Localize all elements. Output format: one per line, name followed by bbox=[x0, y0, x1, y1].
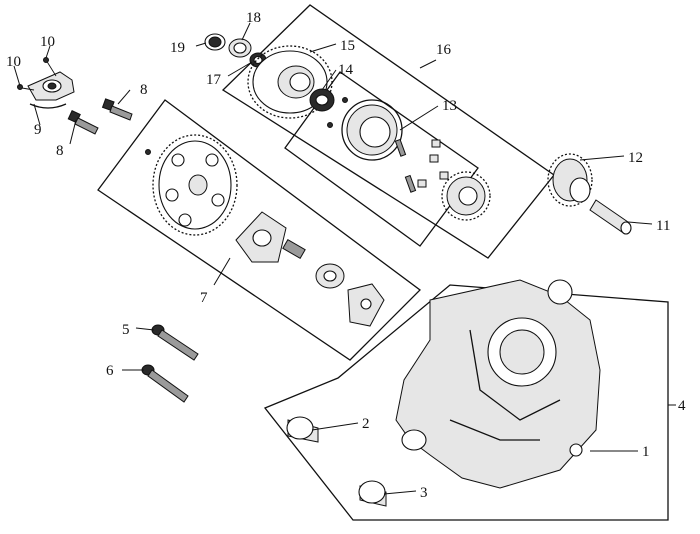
callout-6: 6 bbox=[106, 363, 114, 379]
group-outline-7 bbox=[97, 99, 421, 361]
oil-pump-drive-gear bbox=[145, 134, 238, 236]
seal-part-19 bbox=[204, 33, 226, 51]
bracket-part-9 bbox=[17, 57, 75, 109]
callout-8-upper: 8 bbox=[140, 82, 148, 98]
bolt-part-8-lower bbox=[67, 110, 99, 135]
oil-pump-body bbox=[235, 211, 385, 327]
callout-11: 11 bbox=[656, 218, 670, 234]
bolt-part-8-upper bbox=[101, 98, 133, 121]
callout-14: 14 bbox=[338, 62, 354, 78]
crankcase-part-1 bbox=[395, 279, 601, 489]
callout-19: 19 bbox=[170, 40, 185, 56]
sleeve-part-3 bbox=[358, 480, 387, 507]
callout-15: 15 bbox=[340, 38, 355, 54]
bolt-part-6 bbox=[141, 364, 189, 403]
callout-1: 1 bbox=[642, 444, 650, 460]
callout-3: 3 bbox=[420, 485, 428, 501]
callout-4: 4 bbox=[678, 398, 686, 414]
driven-gear-part-15 bbox=[247, 45, 333, 119]
callout-2: 2 bbox=[362, 416, 370, 432]
needle-bearing-part-14 bbox=[309, 88, 335, 112]
callout-7: 7 bbox=[200, 290, 208, 306]
callout-5: 5 bbox=[122, 322, 130, 338]
shaft-part-11 bbox=[589, 199, 632, 235]
callout-12: 12 bbox=[628, 150, 643, 166]
callout-8-lower: 8 bbox=[56, 143, 64, 159]
callout-9: 9 bbox=[34, 122, 42, 138]
group-outline-4 bbox=[263, 284, 669, 521]
callout-10-left: 10 bbox=[6, 54, 21, 70]
callout-17: 17 bbox=[206, 72, 222, 88]
clutch-gear bbox=[441, 171, 491, 221]
callout-10-top: 10 bbox=[40, 34, 55, 50]
callout-18: 18 bbox=[246, 10, 261, 26]
callout-16: 16 bbox=[436, 42, 452, 58]
clutch-assembly-part-13 bbox=[327, 97, 449, 193]
bearing-part-18 bbox=[228, 38, 252, 58]
callout-13: 13 bbox=[442, 98, 457, 114]
gear-part-12 bbox=[547, 153, 593, 207]
sleeve-part-2 bbox=[286, 416, 319, 443]
bolt-part-5 bbox=[151, 324, 199, 361]
